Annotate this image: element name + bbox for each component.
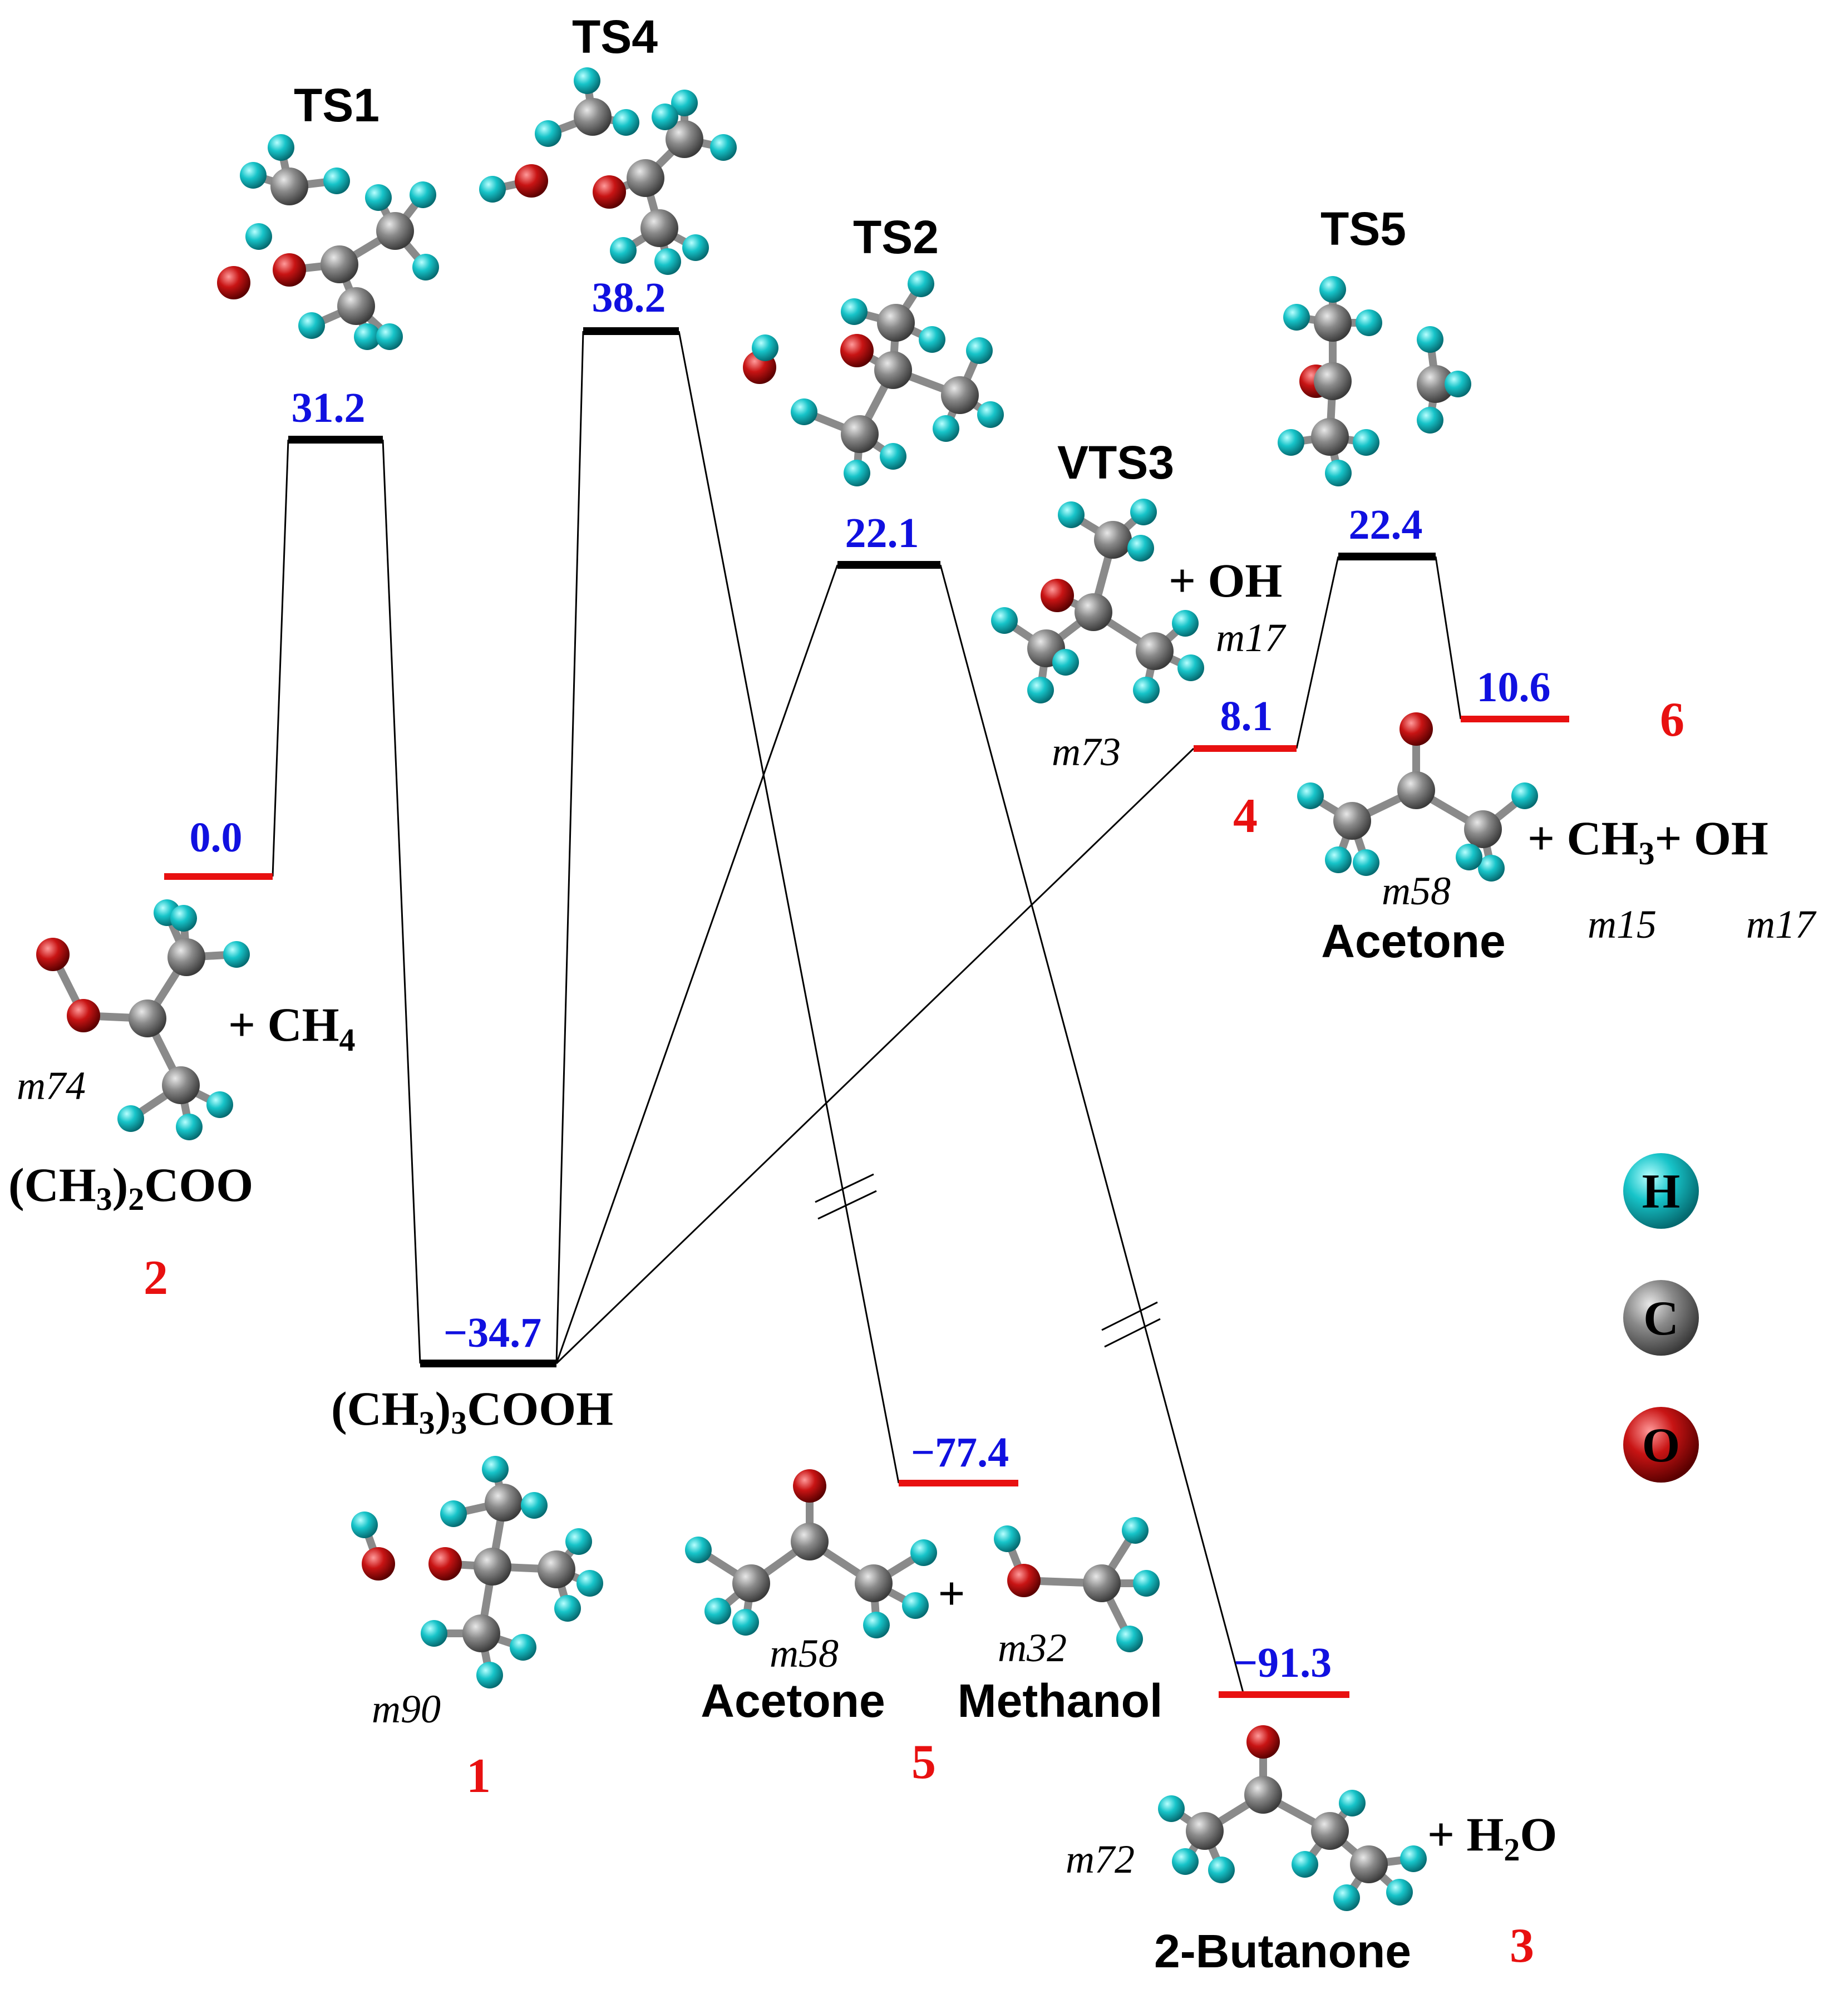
legend-o-atom [1623,1407,1699,1483]
mass-m74: m74 [17,1064,86,1108]
energy-ts4: 38.2 [592,274,666,321]
mass-m72: m72 [1066,1837,1135,1882]
mass-m15: m15 [1588,902,1657,947]
number-3: 3 [1510,1919,1534,1973]
energy-4: 8.1 [1220,693,1273,740]
molecule-m58-5 [685,1469,937,1638]
mass-m17-4: m17 [1216,616,1287,660]
energy-values: 0.0 31.2 −34.7 38.2 −77.4 22.1 −91.3 8.1… [190,274,1551,1686]
legend-c-label: C [1643,1292,1679,1346]
number-6: 6 [1660,693,1684,747]
plus-oh-4: + OH [1169,554,1282,607]
energy-3: −91.3 [1234,1640,1332,1686]
plus-5: + [938,1567,965,1620]
label-ts2: TS2 [853,211,939,263]
energy-2: 0.0 [190,814,243,861]
formula-1: (CH3)3COOH [331,1382,613,1441]
species-1-labels: (CH3)3COOH m90 1 [331,1382,613,1803]
formula-2: (CH3)2COO [8,1158,253,1217]
mass-m58-6: m58 [1382,869,1451,913]
energy-5: −77.4 [911,1429,1009,1476]
species-5-labels: + m58 m32 Acetone Methanol 5 [701,1567,1162,1789]
molecule-drawings [36,67,1538,1911]
ts-labels: TS1 TS4 TS2 VTS3 TS5 [294,11,1406,489]
number-2: 2 [144,1251,168,1305]
number-4: 4 [1233,789,1258,843]
species-3-labels: + H2O m72 2-Butanone 3 [1066,1808,1557,1977]
label-ts4: TS4 [572,11,658,63]
number-1: 1 [466,1749,491,1803]
mass-m73: m73 [1052,730,1121,774]
name-methanol: Methanol [958,1675,1163,1727]
mass-m58-5: m58 [770,1631,839,1676]
species-2-labels: (CH3)2COO + CH4 m74 2 [8,998,356,1305]
name-2-butanone: 2-Butanone [1154,1925,1411,1977]
molecule-m72 [1158,1725,1427,1911]
energy-ts1: 31.2 [292,385,366,431]
energy-ts5: 22.4 [1349,501,1423,548]
molecule-ts5 [1278,276,1471,486]
name-acetone-6: Acetone [1321,915,1505,967]
energy-levels [164,327,1569,1698]
molecule-m32 [994,1517,1160,1652]
molecule-ts1 [217,134,439,350]
mass-m32: m32 [998,1626,1067,1670]
molecule-m73 [991,499,1204,703]
plus-ch4: + CH4 [228,998,356,1058]
number-5: 5 [911,1735,936,1789]
molecule-m74 [36,899,250,1140]
molecule-ts2 [743,270,1004,486]
molecule-ts4 [479,67,737,275]
connector-lines [272,331,1462,1695]
name-acetone-5: Acetone [701,1675,885,1727]
species-4-labels: + OH m17 m73 4 [1052,554,1287,843]
molecule-m58-6 [1297,712,1538,882]
label-vts3: VTS3 [1057,436,1174,489]
plus-h2o: + H2O [1427,1808,1557,1868]
molecule-m90 [351,1456,603,1688]
legend-o-label: O [1642,1419,1680,1473]
legend-c-atom [1623,1280,1699,1356]
atom-legend: H C O [1623,1153,1699,1483]
energy-1: −34.7 [443,1309,541,1356]
energy-ts2: 22.1 [845,510,919,557]
mass-m90: m90 [372,1687,441,1731]
species-6-labels: 6 + CH3+ OH m58 Acetone m15 m17 [1321,693,1817,967]
legend-h-atom [1623,1153,1699,1229]
energy-6: 10.6 [1477,664,1551,711]
mass-m17-6: m17 [1746,902,1817,947]
plus-ch3-oh: + CH3+ OH [1527,811,1768,872]
label-ts1: TS1 [294,79,380,131]
legend-h-label: H [1642,1165,1680,1219]
label-ts5: TS5 [1320,203,1406,255]
